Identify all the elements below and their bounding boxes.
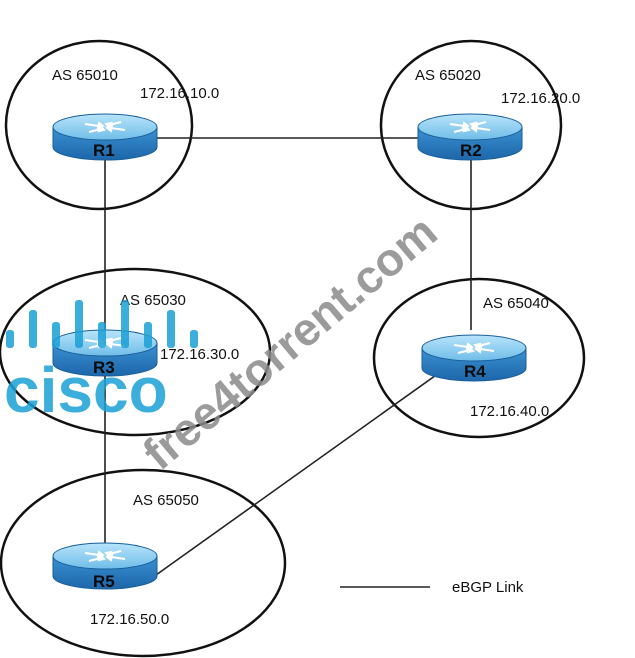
network-label-172-16-30-0: 172.16.30.0 xyxy=(160,346,239,363)
network-label-172-16-50-0: 172.16.50.0 xyxy=(90,611,169,628)
as-label-65010: AS 65010 xyxy=(52,67,118,84)
as-boundary-65010 xyxy=(4,39,194,211)
as-label-65020: AS 65020 xyxy=(415,67,481,84)
cisco-logo: cisco xyxy=(4,300,198,426)
network-label-172-16-40-0: 172.16.40.0 xyxy=(470,403,549,420)
router-label-r4: R4 xyxy=(464,362,486,381)
as-label-65040: AS 65040 xyxy=(483,295,549,312)
router-label-r2: R2 xyxy=(460,141,482,160)
as-boundary-65040 xyxy=(372,277,586,439)
ebgp-link-r4-r5 xyxy=(155,367,447,576)
router-label-r5: R5 xyxy=(93,572,115,591)
network-label-172-16-20-0: 172.16.20.0 xyxy=(501,90,580,107)
network-label-172-16-10-0: 172.16.10.0 xyxy=(140,85,219,102)
router-label-r1: R1 xyxy=(93,141,115,160)
router-label-r3: R3 xyxy=(93,358,115,377)
as-boundary-65050 xyxy=(0,468,287,658)
cisco-logo-text: cisco xyxy=(4,354,168,426)
as-boundary-65030 xyxy=(0,267,272,437)
watermark-text: free4torrent.com xyxy=(133,205,446,480)
legend-label: eBGP Link xyxy=(452,579,524,596)
as-label-65030: AS 65030 xyxy=(120,292,186,309)
as-label-65050: AS 65050 xyxy=(133,492,199,509)
